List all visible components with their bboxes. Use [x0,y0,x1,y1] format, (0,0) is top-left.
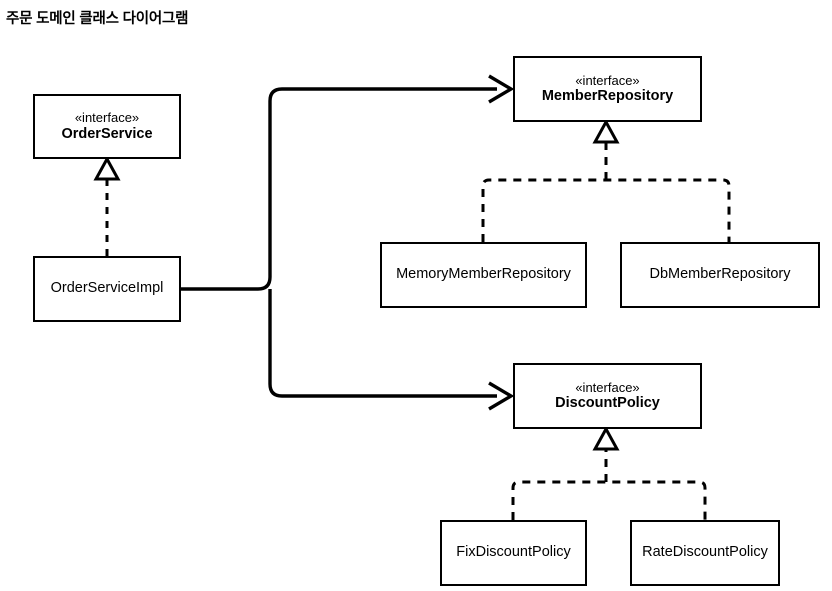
class-name-label: MemberRepository [541,88,674,105]
edge-impl-uses-discountpolicy [268,289,515,411]
hollow-triangle-arrowhead [592,118,620,144]
realization-dashed-bus-member [481,178,731,242]
class-name-label: MemoryMemberRepository [396,266,571,283]
class-box-order-service-impl[interactable]: OrderServiceImpl [33,256,181,322]
class-box-order-service[interactable]: «interface» OrderService [33,94,181,159]
dependency-path-upper [181,87,497,291]
realization-dashed-bus-discount [511,480,707,520]
edge-impl-uses-memberrepository [181,74,515,291]
stereotype-label: «interface» [575,72,640,88]
class-name-label: RateDiscountPolicy [642,544,768,561]
class-box-discount-policy[interactable]: «interface» DiscountPolicy [513,363,702,429]
class-name-label: DiscountPolicy [555,395,660,412]
class-box-db-member-repository[interactable]: DbMemberRepository [620,242,820,308]
class-name-label: FixDiscountPolicy [456,544,571,561]
open-arrowhead-upper [488,74,515,104]
dependency-path-lower [268,289,497,398]
class-name-label: OrderServiceImpl [50,280,164,297]
class-box-memory-member-repository[interactable]: MemoryMemberRepository [380,242,587,308]
edge-impl-realizes-orderservice [93,155,121,256]
stereotype-label: «interface» [74,110,140,126]
hollow-triangle-arrowhead [592,425,620,451]
class-box-fix-discount-policy[interactable]: FixDiscountPolicy [440,520,587,586]
page-title: 주문 도메인 클래스 다이어그램 [6,11,189,27]
edge-member-repository-realization-tree [481,118,731,242]
class-box-rate-discount-policy[interactable]: RateDiscountPolicy [630,520,780,586]
edge-discount-policy-realization-tree [511,425,707,520]
open-arrowhead-lower [488,381,515,411]
class-name-label: DbMemberRepository [649,266,791,283]
class-box-member-repository[interactable]: «interface» MemberRepository [513,56,702,122]
class-name-label: OrderService [61,125,153,142]
hollow-triangle-arrowhead [93,155,121,181]
stereotype-label: «interface» [575,379,640,395]
